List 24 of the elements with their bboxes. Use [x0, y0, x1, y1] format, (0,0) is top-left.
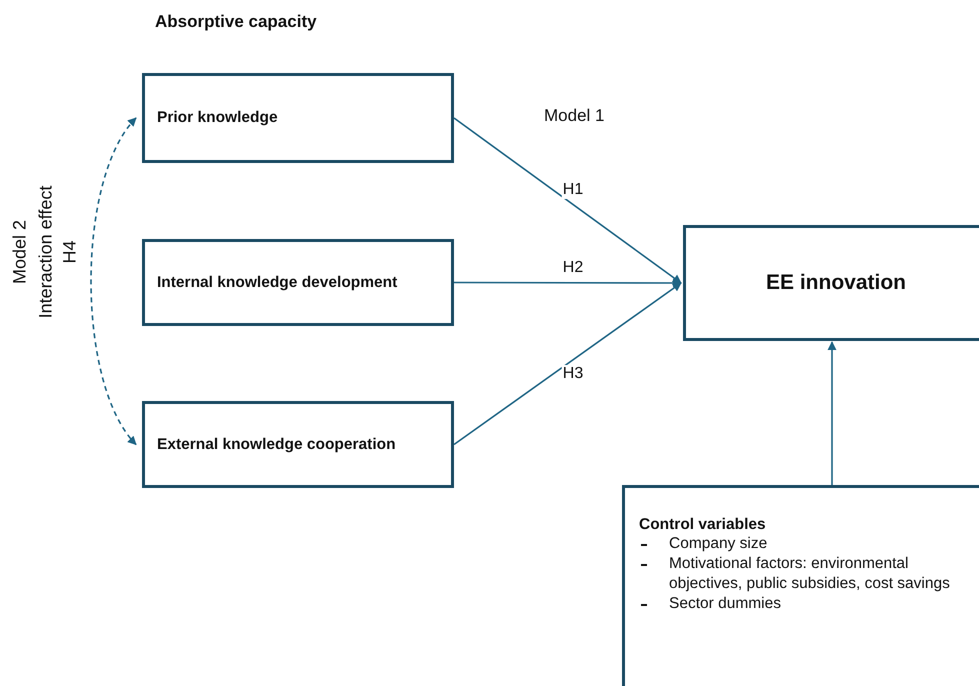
list-item: Motivational factors: environmental objectives, public subsidies, cost savings	[669, 554, 951, 594]
box-label: External knowledge cooperation	[157, 436, 396, 454]
process-box	[142, 401, 454, 488]
process-box	[683, 225, 979, 341]
list-item: Sector dummies	[669, 594, 781, 614]
box-label: EE innovation	[766, 271, 906, 295]
arrow	[454, 282, 682, 446]
process-box	[142, 239, 454, 326]
model-label: Model 1	[544, 106, 604, 126]
heading: Absorptive capacity	[155, 12, 317, 32]
side-label: Model 2	[10, 220, 30, 284]
box-label: Prior knowledge	[157, 109, 278, 127]
arrow	[454, 117, 682, 284]
list-box	[622, 485, 979, 686]
list-item: Company size	[669, 534, 768, 554]
arrow	[828, 341, 836, 485]
process-box	[142, 73, 454, 163]
box-label: Internal knowledge development	[157, 274, 398, 292]
box-heading: Control variables	[639, 516, 766, 534]
side-label: H4	[60, 240, 80, 264]
arrow	[90, 117, 137, 446]
arrow	[454, 278, 682, 288]
side-label: Interaction effect	[36, 186, 56, 318]
edge-label: H1	[562, 181, 584, 199]
